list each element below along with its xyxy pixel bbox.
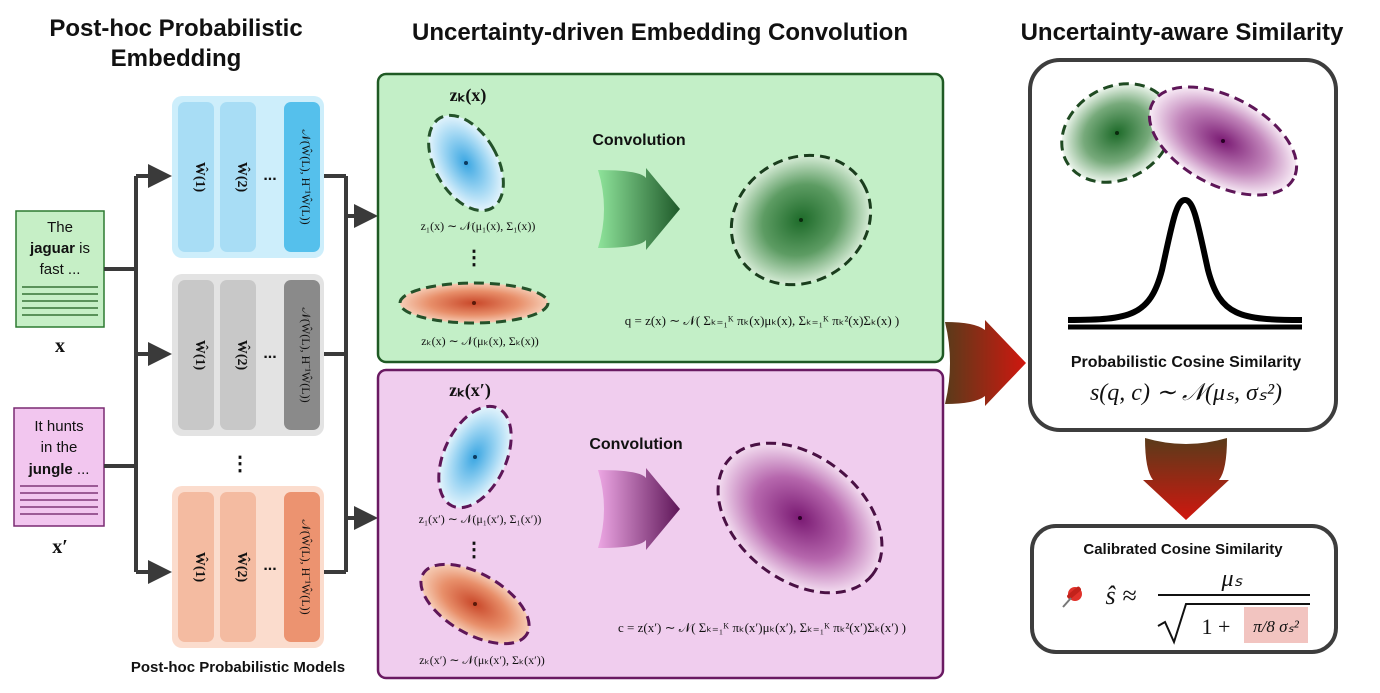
input-x-line3: fast ... xyxy=(40,261,81,278)
calibrated-lhs: ŝ ≈ xyxy=(1106,581,1137,610)
stack3-dots: ... xyxy=(263,557,276,574)
pushpin-icon xyxy=(1062,586,1082,608)
panels-to-similarity-arrow-icon xyxy=(945,320,1026,406)
stack1-cell1: Ŵ(1) xyxy=(192,162,209,193)
calibrated-denominator: 1 + xyxy=(1202,614,1231,639)
input-xp-line3: jungle ... xyxy=(28,461,90,478)
input-xp-line1: It hunts xyxy=(34,418,83,435)
stack1-cell2: Ŵ(2) xyxy=(234,162,251,193)
stack-connectors xyxy=(324,174,378,574)
similarity-to-calibrated-arrow-icon xyxy=(1143,438,1229,520)
calibrated-numerator: μₛ xyxy=(1221,566,1244,592)
input-x-line1: The xyxy=(47,219,73,236)
similarity-panel: Probabilistic Cosine Similarity s(q, c) … xyxy=(1028,58,1338,432)
title-left-line1: Post-hoc Probabilistic xyxy=(49,15,302,42)
bell-curve xyxy=(1067,196,1303,323)
model-stack-1: Ŵ(1) Ŵ(2) ... 𝒩(Ŵ(L), H⁻¹Ŵ(L)) xyxy=(172,96,324,258)
stack3-last: 𝒩(Ŵ(L), H⁻¹Ŵ(L)) xyxy=(299,519,313,614)
input-x-line2: jaguar is xyxy=(29,240,90,257)
stacks-vertical-dots: ⋮ xyxy=(230,453,250,475)
bottom-convolution-label: Convolution xyxy=(589,436,682,453)
title-middle: Uncertainty-driven Embedding Convolution xyxy=(412,19,908,46)
model-stack-2: Ŵ(1) Ŵ(2) ... 𝒩(Ŵ(L), H⁻¹Ŵ(L)) xyxy=(172,274,324,436)
stack2-cell2: Ŵ(2) xyxy=(234,340,251,371)
calibrated-highlight: π/8 σₛ² xyxy=(1253,617,1300,636)
top-zK-formula: zₖ(x) ∼ 𝒩(μₖ(x), Σₖ(x)) xyxy=(421,334,539,348)
top-z1-formula: z₁(x) ∼ 𝒩(μ₁(x), Σ₁(x)) xyxy=(421,219,536,233)
similarity-formula: s(q, c) ∼ 𝒩(μₛ, σₛ²) xyxy=(1090,380,1282,406)
bottom-vertical-dots: ⋮ xyxy=(464,539,484,561)
top-vertical-dots: ⋮ xyxy=(464,247,484,269)
title-right: Uncertainty-aware Similarity xyxy=(1021,19,1344,46)
bottom-zK-formula: zₖ(x′) ∼ 𝒩(μₖ(x′), Σₖ(x′)) xyxy=(419,653,544,667)
stack2-cell1: Ŵ(1) xyxy=(192,340,209,371)
bottom-convolution-panel: zₖ(x′) z₁(x′) ∼ 𝒩(μ₁(x′), Σ₁(x′)) ⋮ zₖ(x… xyxy=(376,368,945,680)
input-document-x-prime: It hunts in the jungle ... xyxy=(13,407,105,527)
bottom-z1-formula: z₁(x′) ∼ 𝒩(μ₁(x′), Σ₁(x′)) xyxy=(419,512,542,526)
top-zk-label: zₖ(x) xyxy=(450,85,487,106)
sqrt-sign xyxy=(1157,603,1310,645)
top-convolution-label: Convolution xyxy=(592,132,685,149)
stack3-cell2: Ŵ(2) xyxy=(234,552,251,583)
top-result-formula: q = z(x) ∼ 𝒩( Σₖ₌₁ᴷ πₖ(x)μₖ(x), Σₖ₌₁ᴷ πₖ… xyxy=(625,313,900,328)
bottom-convolution-arrow-icon xyxy=(598,468,680,550)
top-convolution-panel: zₖ(x) z₁(x) ∼ 𝒩(μ₁(x), Σ₁(x)) ⋮ zₖ(x) ∼ … xyxy=(376,72,945,364)
input-xp-line2: in the xyxy=(41,439,78,456)
models-caption: Post-hoc Probabilistic Models xyxy=(131,659,345,676)
input-x-label: x xyxy=(55,335,65,357)
similarity-caption: Probabilistic Cosine Similarity xyxy=(1071,354,1301,371)
calibrated-caption: Calibrated Cosine Similarity xyxy=(1083,541,1283,558)
bottom-zk-label: zₖ(x′) xyxy=(449,380,491,401)
input-connectors xyxy=(104,164,172,584)
calibrated-highlight-box xyxy=(1244,607,1308,643)
stack1-dots: ... xyxy=(263,167,276,184)
top-convolution-arrow-icon xyxy=(598,168,680,250)
title-left-line2: Embedding xyxy=(111,45,242,72)
stack3-cell1: Ŵ(1) xyxy=(192,552,209,583)
input-document-x: The jaguar is fast ... xyxy=(15,210,105,328)
calibrated-panel: Calibrated Cosine Similarity ŝ ≈ μₛ 1 + … xyxy=(1030,524,1338,654)
bottom-result-formula: c = z(x′) ∼ 𝒩( Σₖ₌₁ᴷ πₖ(x′)μₖ(x′), Σₖ₌₁ᴷ… xyxy=(618,620,906,635)
model-stack-3: Ŵ(1) Ŵ(2) ... 𝒩(Ŵ(L), H⁻¹Ŵ(L)) xyxy=(172,486,324,648)
stack1-last: 𝒩(Ŵ(L), H⁻¹Ŵ(L)) xyxy=(299,129,313,224)
stack2-dots: ... xyxy=(263,345,276,362)
input-x-prime-label: x′ xyxy=(52,536,68,558)
stack2-last: 𝒩(Ŵ(L), H⁻¹Ŵ(L)) xyxy=(299,307,313,402)
